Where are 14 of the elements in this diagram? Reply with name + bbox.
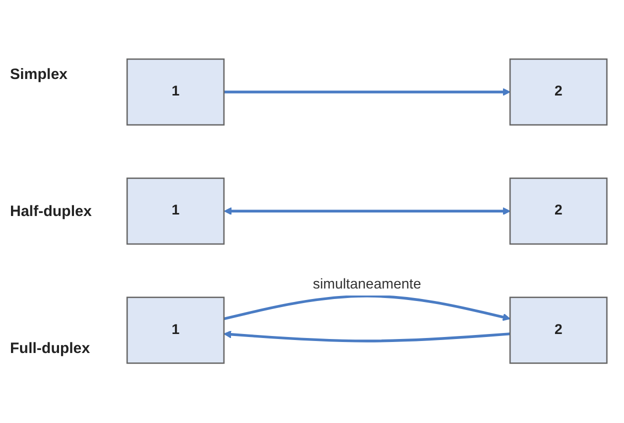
arrow [224,208,510,216]
node-box: 1 [126,178,225,246]
section-heading: Half-duplex [10,203,93,220]
node-box: 2 [509,58,608,126]
node-box: 2 [509,297,608,364]
edge-label: simultaneamente [312,277,422,292]
arrow [224,88,510,96]
section-heading: Simplex [10,66,69,83]
node-box: 1 [126,297,225,364]
node-box: 1 [126,58,225,126]
arrow [224,295,510,322]
arrow [224,330,510,343]
section-heading: Full-duplex [10,340,91,357]
node-box: 2 [509,178,608,246]
